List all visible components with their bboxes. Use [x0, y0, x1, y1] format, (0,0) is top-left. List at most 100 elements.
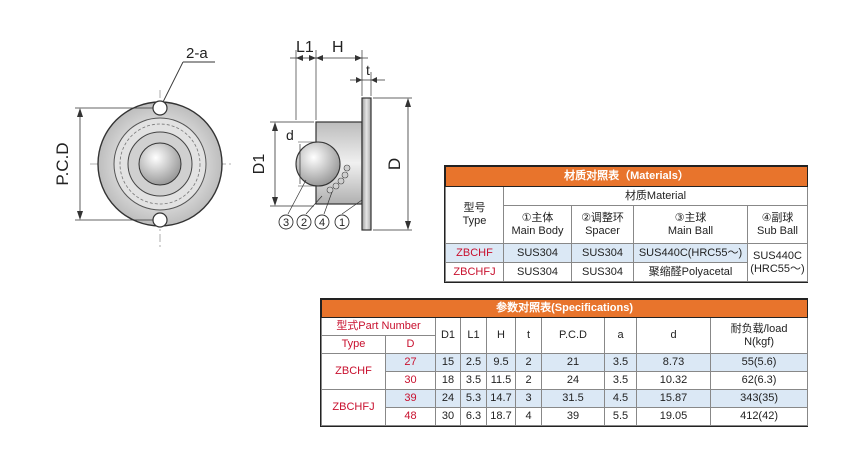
- callout-2: 2: [296, 214, 312, 230]
- table-cell: 2.5: [460, 353, 487, 372]
- table-cell: ④副球: [761, 212, 794, 225]
- table-cell: 6.3: [460, 407, 487, 426]
- part-number-header: 型式Part Number: [321, 317, 436, 336]
- row-body: SUS304: [503, 262, 572, 282]
- specifications-table: 参数对照表(Specifications) 型式Part Number D1 L…: [320, 298, 809, 427]
- label-D: D: [385, 158, 404, 170]
- table-cell: 62(6.3): [709, 371, 809, 390]
- table-cell: 耐负载/load: [730, 322, 788, 335]
- table-cell: 21: [541, 353, 605, 372]
- side-main-ball: [295, 141, 341, 187]
- row-type: ZBCHF: [445, 243, 504, 263]
- table-cell: ①主体: [521, 212, 554, 225]
- side-view: L1 H t D1 d D 3 2: [251, 39, 412, 231]
- table-cell: 9.5: [486, 353, 516, 372]
- row-main-ball: 聚缩醛Polyacetal: [633, 262, 748, 282]
- table-cell: 18.7: [486, 407, 516, 426]
- callout-3: 3: [278, 214, 294, 230]
- table-cell: 55(5.6): [709, 353, 809, 372]
- type-header: Type: [321, 335, 386, 354]
- label-d: d: [286, 127, 294, 143]
- table-cell: 10.32: [636, 371, 711, 390]
- front-view: 2-a P.C.D: [53, 45, 232, 248]
- table-cell: Spacer: [585, 224, 620, 237]
- table-cell: 3: [283, 217, 289, 229]
- table-cell: 27: [385, 353, 436, 372]
- table-cell: 3: [515, 389, 542, 408]
- table-cell: 15: [435, 353, 461, 372]
- table-cell: 39: [385, 389, 436, 408]
- table-cell: 5.5: [604, 407, 637, 426]
- table-cell: 1: [339, 217, 345, 229]
- table-cell: 30: [385, 371, 436, 390]
- sub-ball-material: SUS440C(HRC55～): [747, 243, 808, 282]
- table-cell: 4: [319, 217, 325, 229]
- table-cell: 343(35): [709, 389, 809, 408]
- table-cell: 5.3: [460, 389, 487, 408]
- type-zbchfj: ZBCHFJ: [321, 389, 386, 426]
- header-H: H: [486, 317, 516, 354]
- specifications-title: 参数对照表(Specifications): [320, 299, 809, 318]
- main-ball: [138, 142, 182, 186]
- table-cell: 412(42): [709, 407, 809, 426]
- table-cell: 39: [541, 407, 605, 426]
- table-cell: 3.5: [460, 371, 487, 390]
- table-cell: 2: [515, 371, 542, 390]
- mounting-hole-top: [152, 100, 168, 116]
- table-cell: 4.5: [604, 389, 637, 408]
- table-row: ZBCHFJ SUS304 SUS304 聚缩醛Polyacetal: [445, 262, 808, 282]
- table-cell: 15.87: [636, 389, 711, 408]
- callout-4: 4: [314, 214, 330, 230]
- table-cell: 8.73: [636, 353, 711, 372]
- label-D1: D1: [251, 154, 268, 175]
- row-type: ZBCHFJ: [445, 262, 504, 282]
- table-cell: 3.5: [604, 371, 637, 390]
- table-cell: 30: [435, 407, 461, 426]
- label-L1: L1: [296, 39, 314, 56]
- label-2-a: 2-a: [186, 45, 208, 62]
- mounting-hole-bottom: [152, 212, 168, 228]
- table-row: ZBCHF SUS304 SUS304 SUS440C(HRC55～) SUS4…: [445, 243, 808, 282]
- row-main-ball: SUS440C(HRC55～): [633, 243, 748, 263]
- header-L1: L1: [460, 317, 487, 354]
- header-d: d: [636, 317, 711, 354]
- table-cell: 18: [435, 371, 461, 390]
- label-pcd: P.C.D: [53, 142, 72, 185]
- materials-title: 材质对照表（Materials）: [445, 166, 808, 187]
- table-cell: ②调整环: [581, 212, 624, 225]
- table-cell: 2: [515, 353, 542, 372]
- table-cell: 2: [301, 217, 307, 229]
- table-cell: 48: [385, 407, 436, 426]
- table-cell: 24: [435, 389, 461, 408]
- header-D1: D1: [435, 317, 461, 354]
- table-cell: ③主球: [674, 212, 707, 225]
- header-t: t: [515, 317, 542, 354]
- callout-1: 1: [334, 214, 350, 230]
- table-cell: (HRC55～): [750, 262, 805, 275]
- table-cell: 19.05: [636, 407, 711, 426]
- header-pcd: P.C.D: [541, 317, 605, 354]
- row-spacer: SUS304: [571, 262, 634, 282]
- table-cell: 11.5: [486, 371, 516, 390]
- table-cell: Sub Ball: [757, 224, 798, 237]
- label-t: t: [366, 62, 370, 78]
- table-cell: 型号: [463, 202, 486, 215]
- d-header: D: [385, 335, 436, 354]
- row-spacer: SUS304: [571, 243, 634, 263]
- table-cell: 24: [541, 371, 605, 390]
- table-cell: 14.7: [486, 389, 516, 408]
- row-body: SUS304: [503, 243, 572, 263]
- table-cell: Type: [462, 215, 487, 227]
- table-cell: Main Body: [511, 224, 564, 237]
